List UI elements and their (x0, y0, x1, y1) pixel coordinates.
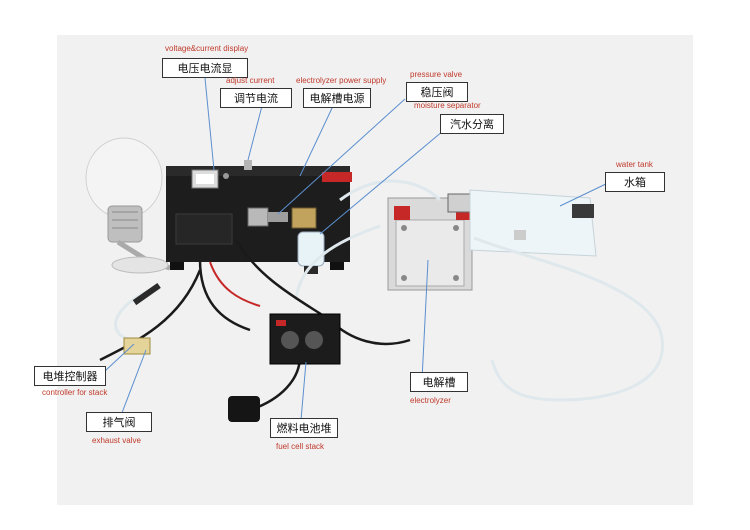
supply-en-label: electrolyzer power supply (296, 76, 387, 85)
adjust-en-label: adjust current (226, 76, 275, 85)
supply-zh-label: 电解槽电源 (303, 88, 371, 108)
tubing (114, 179, 664, 402)
led-bulb (85, 137, 171, 274)
stack-en-label: fuel cell stack (276, 442, 325, 451)
display-en-label: voltage&current display (165, 44, 249, 53)
exhaust-zh-label: 排气阀 (86, 412, 152, 432)
leader-lines (104, 77, 611, 421)
stack-zh-label: 燃料电池堆 (270, 418, 338, 438)
fuel-cell-stack (269, 313, 341, 365)
moisture-en-label: moisture separator (414, 101, 481, 110)
power-plug (228, 396, 260, 422)
pressure-en-label: pressure valve (410, 70, 463, 79)
pressure-valve (247, 207, 317, 229)
electrolyzer-en-label: electrolyzer (410, 396, 451, 405)
red-wires (209, 261, 261, 307)
stack-controller (123, 282, 161, 355)
tank-zh-label: 水箱 (605, 172, 665, 192)
moisture-zh-label: 汽水分离 (440, 114, 504, 134)
tank-en-label: water tank (616, 160, 653, 169)
electrolyzer-zh-label: 电解槽 (410, 372, 468, 392)
controller-zh-label: 电堆控制器 (34, 366, 106, 386)
water-tank (469, 189, 597, 257)
adjust-zh-label: 调节电流 (220, 88, 292, 108)
electrolyzer-unit (387, 193, 473, 291)
exhaust-en-label: exhaust valve (92, 436, 141, 445)
display-zh-label: 电压电流显 (162, 58, 248, 78)
pressure-zh-label: 稳压阀 (406, 82, 468, 102)
controller-en-label: controller for stack (42, 388, 108, 397)
